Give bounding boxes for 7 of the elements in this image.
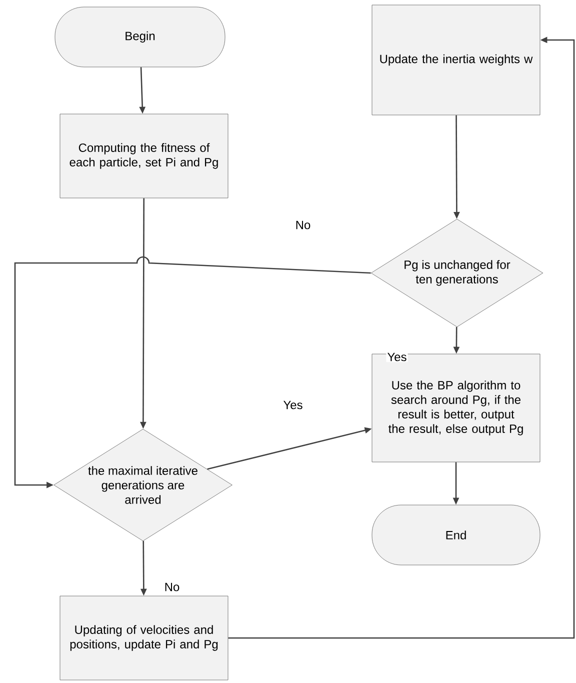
edge-label: Yes bbox=[282, 400, 304, 410]
edge-label: No bbox=[163, 582, 181, 592]
process-box: Computing the fitness of each particle, set Pi and Pg bbox=[60, 114, 228, 198]
edge-label: No bbox=[294, 220, 312, 230]
process-box: Update the inertia weights w bbox=[372, 4, 540, 116]
edge-label: Yes bbox=[386, 352, 408, 362]
process-box: Updating of velocities and positions, update Pi and Pg bbox=[60, 596, 228, 680]
